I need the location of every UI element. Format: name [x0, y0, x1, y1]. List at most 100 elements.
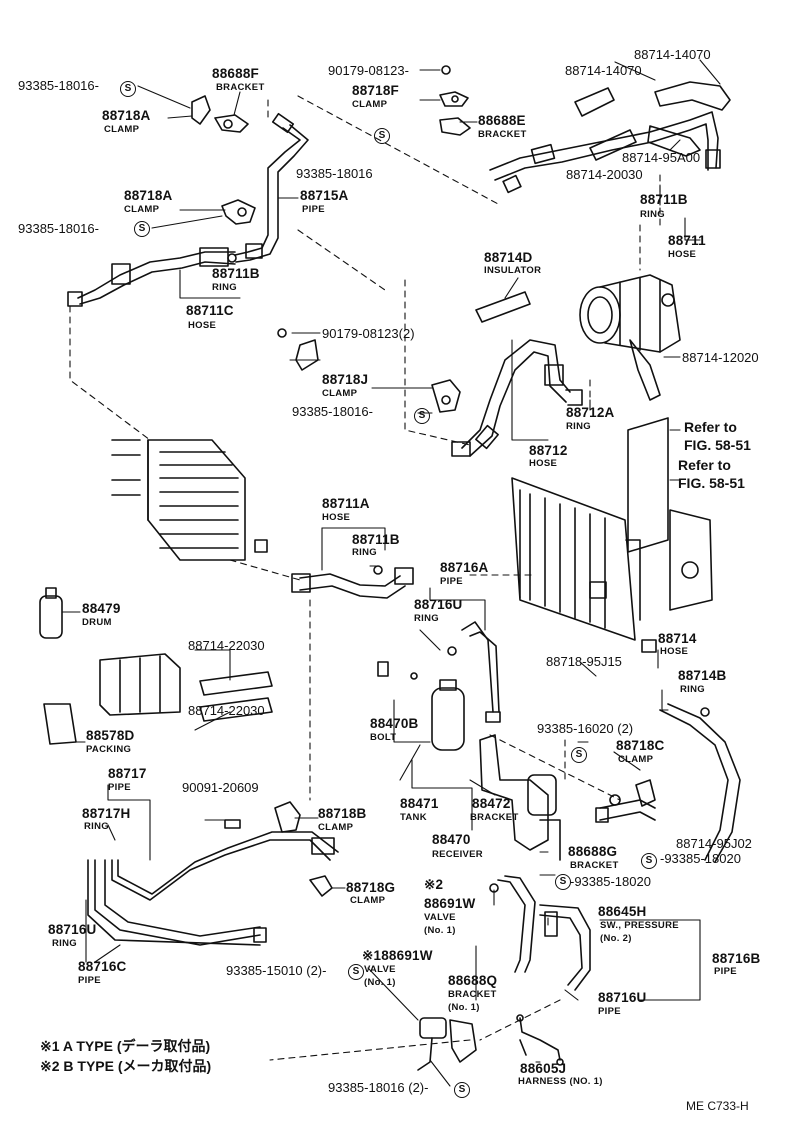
sub-no1-c: (No. 1)	[448, 1002, 480, 1013]
pn-88718G: 88718G	[346, 880, 396, 895]
clamp-88718J-drawing	[277, 328, 461, 413]
pn-88472: 88472	[472, 796, 511, 811]
ps-93385-18020-b: -93385-18020	[570, 874, 651, 889]
washer-symbol-icon: S	[641, 850, 657, 869]
ps-88714-22030-a: 88714-22030	[188, 638, 265, 653]
ps-90179-08123-2: 90179-08123(2)	[322, 326, 415, 341]
pn-88718B: 88718B	[318, 806, 367, 821]
pipe-88717-drawing	[111, 831, 339, 901]
ps-88714-12020: 88714-12020	[682, 350, 759, 365]
pn-88711B-left: 88711B	[212, 266, 260, 281]
pn-88712A: 88712A	[566, 405, 615, 420]
pn-88714B: 88714B	[678, 668, 727, 683]
clamp-88718A-top-drawing	[191, 95, 249, 133]
dashed-routing-left	[69, 95, 501, 446]
compressor-drawing	[579, 274, 681, 401]
sub-pipe-88716C: PIPE	[78, 975, 101, 986]
sub-ring-88711B-left: RING	[212, 282, 237, 293]
ps-93385-18016-top: 93385-18016-	[18, 78, 99, 93]
sub-clamp-88718J: CLAMP	[322, 388, 358, 399]
sub-ring-88714B: RING	[680, 684, 705, 695]
sub-hose-88714: HOSE	[660, 646, 689, 657]
sub-clamp-88718C: CLAMP	[618, 754, 654, 765]
ref-fig-1a: Refer to	[684, 419, 737, 435]
pn-88688F: 88688F	[212, 66, 259, 81]
sub-no2: (No. 2)	[600, 933, 632, 944]
sub-clamp-88718A-top: CLAMP	[104, 124, 140, 135]
condenser-drawing	[511, 477, 657, 653]
washer-symbol-icon: S	[348, 961, 364, 980]
hose-88711A-drawing	[291, 565, 414, 599]
pn-88716B: 88716B	[712, 951, 761, 966]
pn-88711A: 88711A	[322, 496, 370, 511]
hose-88711-drawing	[489, 81, 731, 194]
sub-drum-88479: DRUM	[82, 617, 112, 628]
ps-93385-18016-2: 93385-18016 (2)-	[328, 1080, 429, 1095]
mount-bracket-right-drawing	[627, 417, 713, 611]
pn-88470: 88470	[432, 832, 471, 847]
hose-88711C-drawing	[67, 247, 237, 307]
sub-pipe-88715A: PIPE	[302, 204, 325, 215]
sub-clamp-88718F: CLAMP	[352, 99, 388, 110]
sub-hose-88711C: HOSE	[188, 320, 217, 331]
ps-88714-20030: 88714-20030	[566, 167, 643, 182]
sub-bracket-88472: BRACKET	[470, 812, 519, 823]
ref-fig-2b: FIG. 58-51	[678, 475, 745, 491]
washer-symbol-icon: S	[120, 78, 136, 97]
hose-88714-95J02-drawing	[595, 703, 741, 863]
code-me-c733h: ME C733-H	[686, 1099, 749, 1113]
sub-hose-88711A: HOSE	[322, 512, 351, 523]
sub-no1-b: (No. 1)	[364, 977, 396, 988]
sub-hose-88712: HOSE	[529, 458, 558, 469]
ps-93385-18016-j: 93385-18016-	[292, 404, 373, 419]
pn-88718A-left: 88718A	[124, 188, 173, 203]
pn-88718C: 88718C	[616, 738, 665, 753]
pn-88688Q: 88688Q	[448, 973, 498, 988]
sub-pipe-88716U-right: PIPE	[598, 1006, 621, 1017]
ps-88714-14070-b: 88714-14070	[634, 47, 711, 62]
harness-88605J-drawing	[516, 1014, 564, 1066]
pn-88716A: 88716A	[440, 560, 489, 575]
pn-88471: 88471	[400, 796, 439, 811]
sub-receiver-88470: RECEIVER	[432, 849, 483, 860]
sub-ring-88716U-left: RING	[52, 938, 77, 949]
pn-88479: 88479	[82, 601, 121, 616]
pn-88711B-right: 88711B	[640, 192, 688, 207]
sub-bracket-88688E: BRACKET	[478, 129, 527, 140]
sub-pipe-88717: PIPE	[108, 782, 131, 793]
sub-clamp-88718B: CLAMP	[318, 822, 354, 833]
ps-93385-15010-2: 93385-15010 (2)-	[226, 963, 327, 978]
pn-88716U-left: 88716U	[48, 922, 97, 937]
sub-clamp-88718A-left: CLAMP	[124, 204, 160, 215]
packing-88578D-drawing	[43, 653, 181, 745]
pn-88717: 88717	[108, 766, 147, 781]
pn-88711B-mid: 88711B	[352, 532, 400, 547]
pipe-88716C-drawing	[87, 859, 267, 946]
sub-ring-88716U-mid: RING	[414, 613, 439, 624]
ref-fig-2a: Refer to	[678, 457, 731, 473]
washer-symbol-icon: S	[571, 744, 587, 763]
sub-packing-88578D: PACKING	[86, 744, 132, 755]
washer-symbol-icon: S	[134, 218, 150, 237]
sub-pipe-88716B: PIPE	[714, 966, 737, 977]
sub-valve-b: VALVE	[364, 964, 396, 975]
pn-88717H: 88717H	[82, 806, 131, 821]
sub-ring-88717H: RING	[84, 821, 109, 832]
pn-88715A: 88715A	[300, 188, 349, 203]
pn-88714D: 88714D	[484, 250, 533, 265]
insulator-88714D-drawing	[475, 291, 531, 323]
clamp-88718B-drawing	[224, 801, 301, 833]
sub-ring-88711B-right: RING	[640, 209, 665, 220]
clamp-88718G-drawing	[309, 875, 333, 897]
pn-88718A-top: 88718A	[102, 108, 151, 123]
hose-88712-drawing	[451, 339, 583, 457]
sub-harness: HARNESS (NO. 1)	[518, 1076, 603, 1087]
bracket-88472-drawing	[479, 734, 561, 861]
pn-88716U-mid: 88716U	[414, 597, 463, 612]
sub-bracket-88688Q: BRACKET	[448, 989, 497, 1000]
evaporator-drawing	[111, 439, 268, 561]
ps-88714-14070-a: 88714-14070	[565, 63, 642, 78]
pn-88688G: 88688G	[568, 844, 618, 859]
